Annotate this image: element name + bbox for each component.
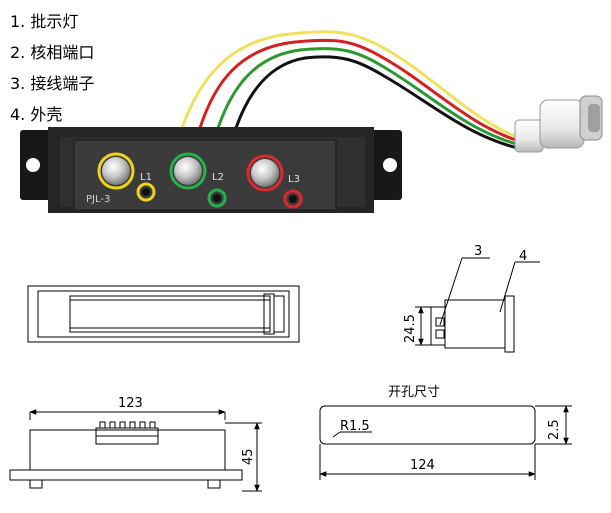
component-legend: 1. 批示灯 2. 核相端口 3. 接线端子 4. 外壳 (10, 6, 94, 130)
cutout-drawing (319, 405, 572, 480)
bottom-width-dim: 123 (118, 396, 143, 411)
callout-terminal: 3 (474, 244, 482, 259)
bottom-height-dim: 45 (241, 448, 256, 465)
cutout-radius: R1.5 (340, 419, 370, 434)
wire-bundle (180, 30, 528, 152)
legend-item-1: 1. 批示灯 (10, 12, 79, 31)
wire (198, 38, 524, 144)
lamp-label: L2 (212, 172, 224, 183)
wire (180, 30, 522, 140)
lamp-label: L1 (140, 172, 152, 183)
model-label: PJL-3 (86, 194, 110, 205)
cutout-height-dim: 2.5 (547, 419, 562, 440)
callout-shell: 4 (519, 249, 527, 264)
bottom-view-drawing (9, 409, 262, 492)
wire (234, 55, 528, 152)
mounting-hole-left (26, 158, 40, 172)
mounting-hole-right (383, 158, 397, 172)
side-view-drawing (415, 257, 540, 353)
side-height-dim: 24.5 (403, 314, 418, 343)
wire (216, 47, 526, 148)
legend-item-2: 2. 核相端口 (10, 43, 95, 62)
indicator-lamp-l3: L3 (246, 154, 303, 209)
lamp-label: L3 (288, 174, 300, 185)
legend-item-3: 3. 接线端子 (10, 74, 95, 93)
legend-item-4: 4. 外壳 (10, 105, 63, 124)
front-view-drawing (27, 285, 300, 343)
wire-connector (514, 95, 603, 153)
cutout-title: 开孔尺寸 (388, 385, 440, 400)
cutout-width-dim: 124 (410, 458, 435, 473)
indicator-lamp-l2: L2 (169, 152, 227, 208)
indicator-lamp-l1: L1 (97, 152, 156, 202)
product-photo: PJL-3 L1 L2 L3 (20, 30, 603, 213)
